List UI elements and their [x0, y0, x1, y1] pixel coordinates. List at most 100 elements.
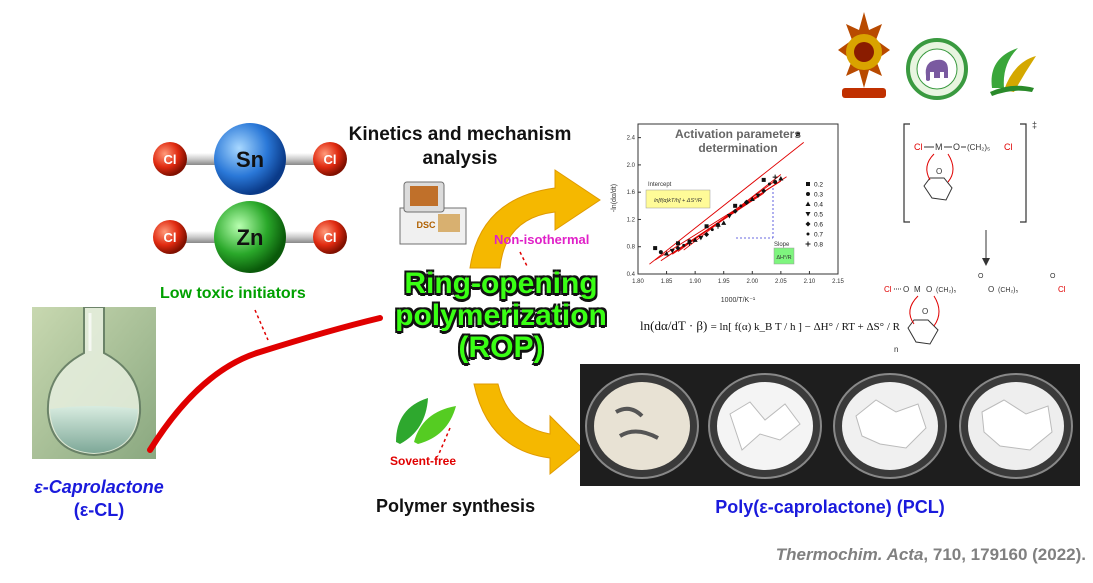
kinetics-title: Kinetics and mechanism [348, 124, 572, 145]
legend-marker-0.3 [806, 192, 810, 196]
x-tick-label: 1.80 [632, 279, 644, 285]
data-point-0.5 [726, 214, 732, 219]
sn-cl-right-label: Cl [324, 152, 337, 167]
data-point-0.7 [739, 204, 743, 208]
scheme2-n: n [894, 345, 898, 354]
initiators-label: Low toxic initiators [160, 285, 306, 302]
x-tick-label: 1.85 [661, 279, 673, 285]
legend-label-0.4: 0.4 [814, 202, 823, 209]
green-leaf-logo [984, 42, 1040, 98]
data-point-0.6 [761, 188, 767, 194]
zn-cl-right-label: Cl [324, 230, 337, 245]
non-isothermal-label: Non-isothermal [494, 232, 590, 247]
y-tick-label: 0.8 [627, 245, 636, 251]
scheme1-cl-left: Cl [914, 142, 923, 152]
data-point-0.8 [772, 174, 778, 180]
mechanism-down-arrow [980, 228, 992, 268]
mechanism-scheme-2: Cl O M O (CH₂)₅ O O (CH₂)₅ O Cl O n [882, 268, 1082, 358]
chart-title-2: determination [698, 141, 777, 155]
polymer-synthesis-label: Polymer synthesis [376, 496, 536, 516]
slope-formula: ΔH°/R [776, 255, 791, 261]
data-point-0.2 [676, 241, 680, 246]
zn-label: Zn [237, 225, 264, 250]
scheme2-cl-right: Cl [1058, 285, 1066, 294]
elephant-emblem-logo [906, 38, 968, 100]
rop-title: Ring-opening polymerization (ROP) [366, 268, 636, 364]
legend-label-0.6: 0.6 [814, 222, 823, 229]
sn-cl-left-label: Cl [164, 152, 177, 167]
chart-ylabel: -ln(dα/dt) [611, 184, 618, 212]
product-label: Poly(ε-caprolactone) (PCL) [715, 497, 945, 517]
scheme2-o2: O [926, 285, 932, 294]
rop-line1: Ring-opening [404, 267, 598, 300]
solvent-free-label: Sovent-free [390, 454, 457, 468]
chart-slope-label: Slope [774, 242, 790, 248]
data-point-0.3 [658, 250, 663, 255]
scheme1-carbonyl-o: O [936, 167, 942, 176]
scheme1-metal: M [935, 142, 943, 152]
scheme2-chain1: (CH₂)₅ [936, 287, 956, 294]
sn-molecule: Cl Cl Sn [140, 120, 360, 200]
data-point-0.6 [704, 231, 710, 237]
data-point-0.6 [732, 208, 738, 214]
data-point-0.4 [778, 176, 784, 181]
citation-details: , 710, 179160 (2022). [923, 545, 1086, 564]
scheme1-charge: ‡ [1032, 120, 1037, 130]
data-point-0.7 [767, 182, 771, 186]
scheme1-oxy: O [953, 142, 960, 152]
x-tick-label: 2.05 [775, 279, 787, 285]
legend-label-0.2: 0.2 [814, 182, 823, 189]
legend-marker-0.5 [805, 212, 811, 217]
chart-xlabel: 1000/T/K⁻¹ [721, 297, 756, 304]
data-point-0.4 [692, 237, 698, 242]
rop-line2: polymerization [395, 299, 607, 332]
scheme2-metal: M [914, 285, 921, 294]
y-tick-label: 2.4 [627, 136, 636, 142]
data-point-0.5 [755, 193, 761, 199]
dsc-instrument-image: DSC [398, 178, 468, 248]
dish-3 [833, 373, 947, 479]
data-point-0.5 [669, 248, 675, 254]
citation: Thermochim. Acta, 710, 179160 (2022). [696, 545, 1086, 565]
data-point-0.7 [710, 228, 714, 232]
legend-label-0.8: 0.8 [814, 242, 823, 249]
scheme2-carbonyl-top: O [978, 273, 984, 280]
intercept-formula: ln[f(α)kT/h] + ΔS°/R [654, 198, 702, 204]
y-tick-label: 2.0 [627, 163, 636, 169]
data-point-0.2 [733, 203, 738, 208]
scheme2-cl-left: Cl [884, 285, 892, 294]
upper-yellow-arrow [460, 158, 610, 278]
monomer-name: ε-Caprolactone [34, 477, 164, 497]
x-tick-label: 1.95 [718, 279, 730, 285]
data-point-0.2 [653, 246, 658, 251]
scheme2-carbonyl-top-2: O [1050, 273, 1056, 280]
zn-cl-left-label: Cl [164, 230, 177, 245]
scheme2-chain2: (CH₂)₅ [998, 287, 1018, 294]
x-tick-label: 1.90 [689, 279, 701, 285]
legend-marker-0.6 [805, 221, 811, 227]
leaf-icon [392, 394, 458, 446]
y-tick-label: 1.2 [627, 217, 636, 223]
data-point-0.6 [675, 245, 681, 251]
data-point-0.4 [721, 220, 727, 225]
rop-line3: (ROP) [458, 331, 544, 364]
data-point-0.3 [773, 179, 778, 184]
data-point-0.4 [664, 251, 670, 256]
sn-label: Sn [236, 147, 264, 172]
eyring-equation: ln(dα/dT · β) = ln[ f(α) k_B T / h ] − Δ… [640, 318, 900, 354]
legend-marker-0.7 [806, 232, 810, 236]
citation-journal: Thermochim. Acta [775, 545, 924, 564]
data-point-0.8 [686, 240, 692, 246]
data-point-0.5 [698, 235, 704, 241]
zn-molecule: Cl Cl Zn [140, 198, 360, 278]
legend-label-0.5: 0.5 [814, 212, 823, 219]
scheme1-chain: (CH₂)₅ [967, 143, 990, 152]
legend-marker-0.2 [806, 182, 810, 186]
university-seal-logo [836, 10, 892, 102]
x-tick-label: 2.10 [804, 279, 816, 285]
scheme1-cl-right: Cl [1004, 142, 1013, 152]
x-tick-label: 2.15 [832, 279, 844, 285]
kinetics-subtitle: analysis [422, 148, 498, 169]
